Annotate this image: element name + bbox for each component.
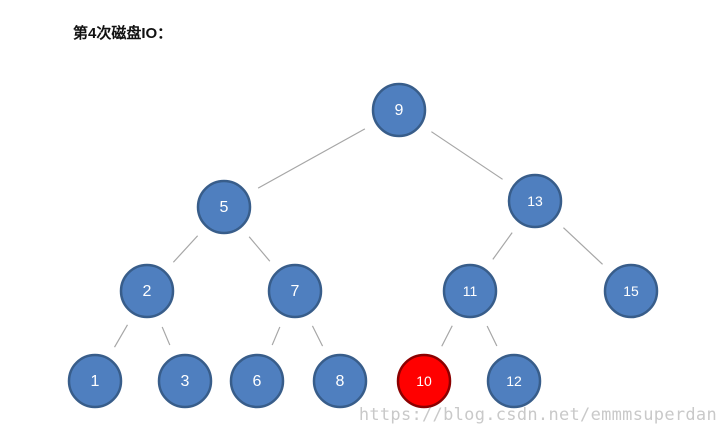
edge-n11-n10 xyxy=(441,325,453,347)
node-circle xyxy=(486,353,542,409)
edge-n2-n3 xyxy=(161,326,171,346)
node-circle xyxy=(229,353,285,409)
watermark-text: https://blog.csdn.net/emmmsuperdan xyxy=(358,405,717,425)
edge-n13-n11 xyxy=(492,232,513,260)
node-label: 2 xyxy=(143,283,152,300)
tree-node-9: 9 xyxy=(371,82,427,138)
node-label: 6 xyxy=(253,373,262,390)
node-label: 15 xyxy=(623,283,639,299)
node-circle xyxy=(267,263,323,319)
edge-n9-n5 xyxy=(257,128,366,189)
tree-node-6: 6 xyxy=(229,353,285,409)
tree-node-11: 11 xyxy=(442,263,498,319)
diagram-title: 第4次磁盘IO： xyxy=(73,25,173,42)
edge-n5-n2 xyxy=(172,235,199,263)
node-circle xyxy=(67,353,123,409)
tree-node-1: 1 xyxy=(67,353,123,409)
tree-node-2: 2 xyxy=(119,263,175,319)
tree-node-7: 7 xyxy=(267,263,323,319)
node-label: 5 xyxy=(220,199,229,216)
node-label: 8 xyxy=(336,373,345,390)
tree-node-10: 10 xyxy=(396,353,452,409)
node-circle xyxy=(396,353,452,409)
node-label: 7 xyxy=(291,283,300,300)
edge-n9-n13 xyxy=(431,131,503,180)
node-label: 9 xyxy=(395,102,404,119)
node-circle xyxy=(371,82,427,138)
edge-n11-n12 xyxy=(486,325,498,347)
node-label: 3 xyxy=(181,373,190,390)
node-circle xyxy=(157,353,213,409)
tree-node-5: 5 xyxy=(196,179,252,235)
tree-node-12: 12 xyxy=(486,353,542,409)
edge-n13-n15 xyxy=(563,227,603,265)
node-label: 11 xyxy=(463,283,478,299)
node-circle xyxy=(119,263,175,319)
node-circle xyxy=(196,179,252,235)
node-label: 13 xyxy=(527,193,543,209)
node-circle xyxy=(442,263,498,319)
node-label: 1 xyxy=(91,373,100,390)
tree-node-3: 3 xyxy=(157,353,213,409)
node-label: 10 xyxy=(416,373,432,389)
tree-node-15: 15 xyxy=(603,263,659,319)
tree-edges xyxy=(113,128,603,348)
edge-n7-n6 xyxy=(271,326,281,346)
tree-node-8: 8 xyxy=(312,353,368,409)
node-circle xyxy=(603,263,659,319)
edge-n5-n7 xyxy=(248,236,271,262)
node-label: 12 xyxy=(506,373,522,389)
edge-n7-n8 xyxy=(311,325,324,347)
node-circle xyxy=(507,173,563,229)
node-circle xyxy=(312,353,368,409)
edge-n2-n1 xyxy=(113,324,129,348)
tree-node-13: 13 xyxy=(507,173,563,229)
